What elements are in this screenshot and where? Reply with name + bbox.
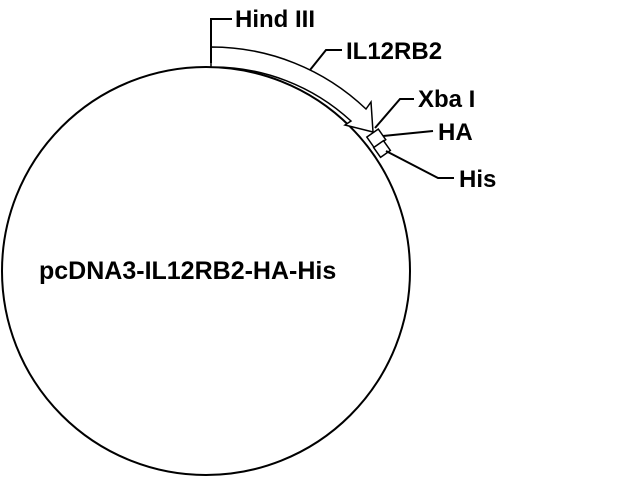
il12rb2-label: IL12RB2 <box>346 38 442 65</box>
hindiii-leader-line <box>210 18 232 63</box>
his-label: His <box>459 166 496 193</box>
plasmid-name: pcDNA3-IL12RB2-HA-His <box>39 257 336 285</box>
il12rb2-leader-line <box>309 49 342 71</box>
xbai-label: Xba I <box>418 86 475 113</box>
ha-leader-line <box>382 130 434 137</box>
ha-label: HA <box>438 119 473 146</box>
his-leader-line <box>385 150 454 179</box>
his-tag-box <box>372 139 392 159</box>
plasmid-backbone <box>1 66 411 476</box>
xbai-leader-line <box>374 98 414 129</box>
hindiii-label: Hind III <box>235 6 315 33</box>
